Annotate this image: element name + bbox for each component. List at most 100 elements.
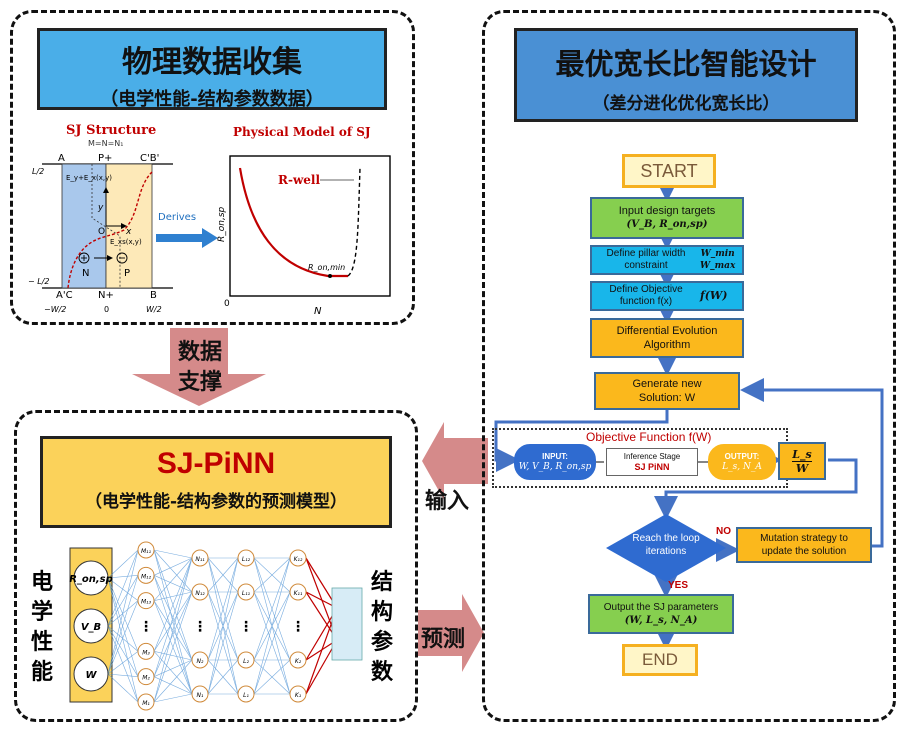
support-label-line1: 数据 <box>178 340 223 365</box>
nn-hidden-node <box>289 685 307 703</box>
nn-connection <box>153 557 193 703</box>
objective-inner-arrows <box>596 461 708 463</box>
physical-model-ylabel: R_on,sp <box>217 206 227 242</box>
sj-label-n-plus: N+ <box>98 290 114 301</box>
nn-hidden-label: L₁ <box>243 692 249 699</box>
nn-connection <box>153 557 193 601</box>
nn-hidden-label: L₁₂ <box>242 556 251 563</box>
predict-arrow <box>418 594 484 672</box>
nn-input-node <box>73 608 109 644</box>
sj-physics-figure: SJ Structure M=N=N₁ A P+ C'B' y x O E_y+… <box>28 123 391 317</box>
sj-label-b: B <box>150 290 157 301</box>
nn-connection <box>153 591 193 601</box>
nn-connection <box>153 557 193 576</box>
nn-input-node <box>73 656 109 692</box>
nn-connection <box>107 577 139 601</box>
nn-connection <box>153 659 193 677</box>
nn-connection <box>153 591 193 703</box>
nn-hidden-label: M₃ <box>142 649 150 656</box>
nn-connection <box>207 557 239 593</box>
nn-hidden-label: K₂ <box>295 658 302 665</box>
panel-optimal-design <box>482 10 896 722</box>
flow-define-objective: Define Objective function f(x) f(W) <box>590 281 744 311</box>
objective-input-box: INPUT: W, V_B, R_on,sp <box>514 444 596 480</box>
sj-origin: O <box>98 227 105 237</box>
nn-connection <box>107 625 139 703</box>
flow-mutation: Mutation strategy to update the solution <box>736 527 872 563</box>
input-arrow-label: 输入 <box>425 489 470 514</box>
nn-connection <box>253 591 291 695</box>
nn-hidden-node <box>289 651 307 669</box>
sj-label-ac: A'C <box>56 290 73 301</box>
objective-output-box: OUTPUT: L_s, N_A <box>708 444 776 480</box>
nn-connection <box>153 591 193 677</box>
sj-left-top: L/2 <box>32 167 44 176</box>
nn-hidden-label: K₁ <box>295 692 302 699</box>
sj-field-label: E_y+E_x(x,y) <box>66 174 112 182</box>
nn-hidden-node <box>137 693 155 711</box>
nn-connection <box>153 591 193 652</box>
nn-hidden-node <box>237 549 255 567</box>
nn-hidden-node <box>137 642 155 660</box>
flow-yes-label: YES <box>668 580 689 591</box>
sj-y-axis: y <box>97 203 104 213</box>
nn-connection <box>153 549 193 559</box>
nn-hidden-label: N₂ <box>197 658 204 665</box>
nn-connection <box>107 549 139 579</box>
nn-ellipsis: ⋮ <box>291 619 305 635</box>
sj-x-label-neg: −W/2 <box>44 305 66 314</box>
derives-arrow <box>156 228 218 248</box>
flow-end: END <box>622 644 698 676</box>
nn-connection <box>153 651 193 695</box>
nn-connection <box>153 651 193 661</box>
nn-connection <box>107 575 139 675</box>
nn-connection <box>253 557 291 661</box>
nn-hidden-label: N₁ <box>197 692 204 699</box>
nn-hidden-node <box>289 583 307 601</box>
nn-ellipsis: ⋮ <box>139 619 153 635</box>
physical-model-title: Physical Model of SJ <box>233 125 371 139</box>
flow-generate-solution: Generate new Solution: W <box>594 372 740 410</box>
predict-arrow-label: 预测 <box>421 627 466 652</box>
data-collection-subtitle: （电学性能-结构参数数据） <box>100 89 324 110</box>
nn-hidden-label: N₁₂ <box>195 590 205 597</box>
panel-sj-pinn <box>14 410 418 722</box>
nn-connection <box>107 577 139 652</box>
nn-ellipsis: ⋮ <box>193 619 207 635</box>
nn-hidden-label: L₁₁ <box>242 590 251 597</box>
flow-pillar-constraint: Define pillar width constraint W_min W_m… <box>590 245 744 275</box>
support-arrow <box>132 328 266 406</box>
sj-region-p: P <box>124 268 130 279</box>
n-region <box>61 163 107 289</box>
nn-connection <box>253 557 291 593</box>
nn-hidden-node <box>137 541 155 559</box>
nn-hidden-label: M₁₂ <box>141 573 152 580</box>
nn-connection <box>153 557 193 652</box>
flow-start: START <box>622 154 716 188</box>
nn-input-label: R_on,sp <box>69 574 113 585</box>
panel-data-collection <box>10 10 415 325</box>
nn-connection <box>207 557 239 661</box>
nn-connection <box>153 693 193 703</box>
structure-params-label: 结 构 参 数 <box>370 570 393 685</box>
sj-label-p-plus: P+ <box>98 153 112 164</box>
nn-hidden-label: M₁₃ <box>141 599 152 606</box>
nn-hidden-label: L₂ <box>243 658 249 665</box>
nn-connection <box>153 575 193 593</box>
nn-hidden-node <box>289 549 307 567</box>
title-box-data-collection: 物理数据收集 （电学性能-结构参数数据） <box>37 28 387 110</box>
nn-hidden-label: K₁₁ <box>294 590 303 597</box>
nn-connection <box>107 625 139 677</box>
nn-connection <box>107 575 139 627</box>
nn-connection <box>107 577 139 677</box>
flow-output-params: Output the SJ parameters (W, L_s, N_A) <box>588 594 734 634</box>
flow-no-label: NO <box>716 526 731 537</box>
flow-input-targets: Input design targets (V_B, R_on,sp) <box>590 197 744 239</box>
nn-hidden-node <box>137 668 155 686</box>
r-well-label: R-well <box>278 173 320 187</box>
sj-x-axis: x <box>125 227 132 237</box>
nn-hidden-node <box>191 651 209 669</box>
nn-hidden-node <box>137 566 155 584</box>
support-label-line2: 支撑 <box>178 370 223 395</box>
flowchart-connectors <box>494 178 884 650</box>
